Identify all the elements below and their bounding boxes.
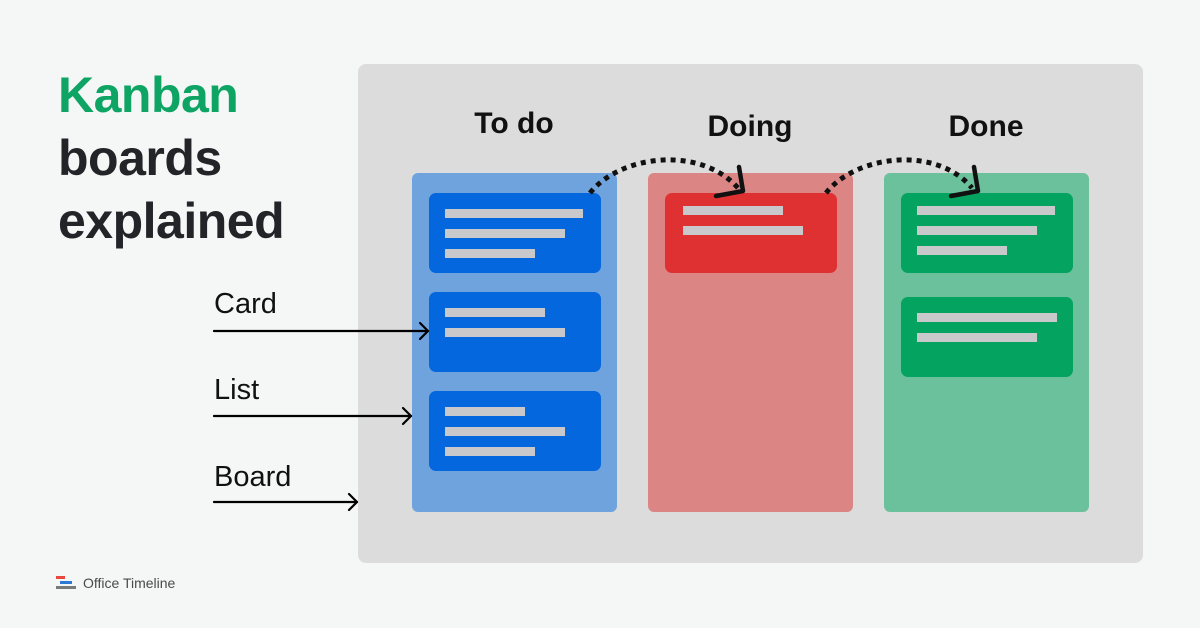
card-text-line xyxy=(445,209,583,218)
card-text-line xyxy=(917,333,1037,342)
card-text-line xyxy=(445,427,565,436)
column-title-doing: Doing xyxy=(707,110,793,143)
footer-brand-text: Office Timeline xyxy=(83,575,176,591)
label-card: Card xyxy=(214,288,277,320)
doing-card-1[interactable] xyxy=(665,193,837,273)
card-text-line xyxy=(917,246,1007,255)
arrow-to-board xyxy=(212,492,359,512)
card-text-line xyxy=(445,447,535,456)
todo-card-1[interactable] xyxy=(429,193,601,273)
label-board: Board xyxy=(214,461,292,493)
card-text-line xyxy=(683,206,783,215)
card-text-line xyxy=(917,226,1037,235)
title-line-2: boards xyxy=(58,130,222,186)
office-timeline-logo-icon xyxy=(56,576,76,592)
label-list: List xyxy=(214,374,260,406)
card-text-line xyxy=(445,229,565,238)
title-accent: Kanban xyxy=(58,67,239,123)
card-text-line xyxy=(445,328,565,337)
card-text-line xyxy=(917,206,1055,215)
card-text-line xyxy=(445,249,535,258)
card-text-line xyxy=(683,226,803,235)
todo-card-3[interactable] xyxy=(429,391,601,471)
title-line-3: explained xyxy=(58,193,285,249)
todo-card-2[interactable] xyxy=(429,292,601,372)
card-text-line xyxy=(445,308,545,317)
card-text-line xyxy=(917,313,1057,322)
page-title: Kanban boards explained xyxy=(58,64,285,253)
card-text-line xyxy=(445,407,525,416)
done-card-1[interactable] xyxy=(901,193,1073,273)
done-card-2[interactable] xyxy=(901,297,1073,377)
column-title-todo: To do xyxy=(474,107,554,140)
column-title-done: Done xyxy=(948,110,1024,143)
